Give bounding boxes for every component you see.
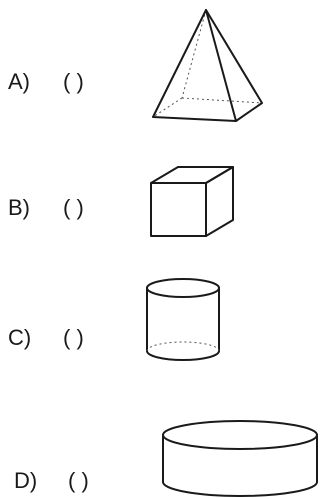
option-d-label: D): [14, 468, 38, 493]
option-c-label: C): [8, 325, 32, 350]
square-pyramid-icon: [152, 9, 263, 122]
option-b-label: B): [8, 195, 30, 220]
option-b-answer-blank[interactable]: ( ): [63, 195, 84, 220]
short-wide-cylinder-icon: [162, 420, 318, 497]
option-c-answer-blank[interactable]: ( ): [63, 325, 84, 350]
option-d-answer-blank[interactable]: ( ): [68, 468, 89, 493]
cube-icon: [150, 166, 234, 237]
cylinder-icon: [146, 278, 220, 361]
option-a-answer-blank[interactable]: ( ): [63, 69, 84, 94]
option-a-label: A): [8, 69, 30, 94]
